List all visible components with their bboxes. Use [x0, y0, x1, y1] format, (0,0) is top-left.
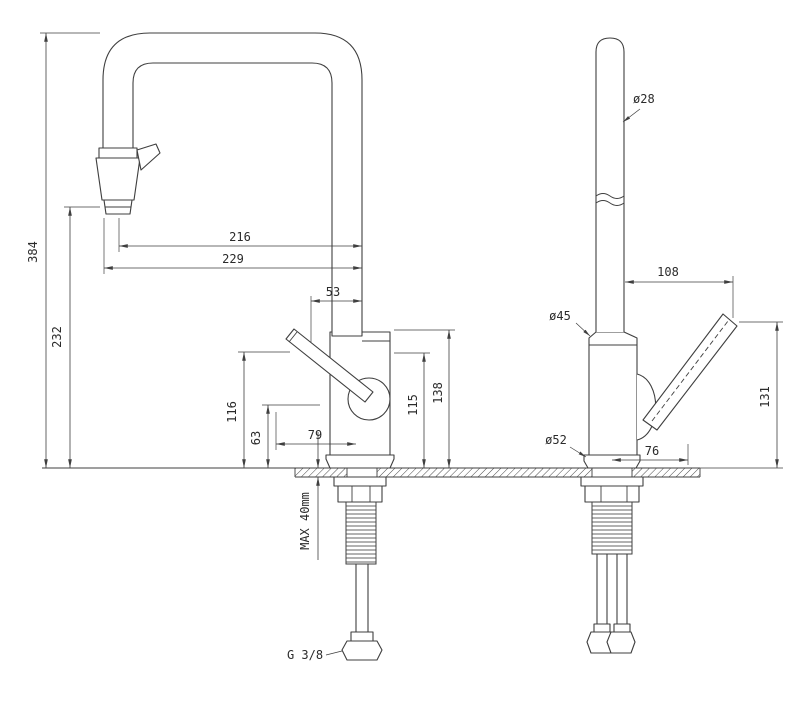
dim-spout-base-height: 138: [394, 329, 455, 468]
side-view-faucet: [583, 37, 738, 469]
base-flange-side: [583, 454, 641, 469]
handle-lever-side: [642, 313, 738, 431]
spray-head-body: [95, 157, 141, 201]
left-shank-counter-gap: [347, 467, 377, 478]
dim-handle-reach: 79: [275, 412, 356, 450]
dim-spout-offset: 53: [310, 285, 362, 342]
spout-tube-side: [595, 37, 625, 332]
dim-spout-reach-outer: 229: [103, 218, 362, 274]
dimensions-side-view: ø28 108 ø45 ø52 76 131: [545, 92, 783, 469]
callout-thread-size: G 3/8: [287, 648, 343, 662]
hose-collar: [613, 623, 631, 633]
countertop-hatch-band: [295, 468, 700, 477]
dim-body-top-height: 115: [394, 352, 430, 468]
hose-collar: [593, 623, 611, 633]
threaded-shank-side: [591, 501, 633, 555]
dim-label-53: 53: [326, 285, 340, 299]
dim-handle-tip-height: 116: [225, 351, 290, 468]
mounting-nut-side: [584, 485, 640, 503]
mounting-washer: [333, 476, 387, 487]
dim-label-138: 138: [431, 382, 445, 404]
dim-handle-side-reach: 108: [625, 265, 734, 318]
leader-line: [569, 446, 587, 458]
front-view-undercounter: [333, 476, 387, 661]
gooseneck-spout: [102, 32, 363, 337]
callout-body-diameter: ø45: [549, 309, 591, 337]
dim-label-115: 115: [406, 394, 420, 416]
dim-label-232: 232: [50, 326, 64, 348]
dim-label-76: 76: [645, 444, 659, 458]
spray-head-collar: [98, 147, 138, 159]
threaded-shank: [345, 501, 377, 565]
dim-label-131: 131: [758, 386, 772, 408]
mounting-washer-side: [580, 476, 644, 487]
dim-label-216: 216: [229, 230, 251, 244]
leader-line: [575, 322, 591, 337]
mounting-nut: [337, 485, 383, 503]
label-dia-52: ø52: [545, 433, 567, 447]
dim-outlet-height: 232: [50, 206, 100, 468]
tube-break-line: [595, 200, 625, 206]
dim-max-counter-thickness: MAX 40mm: [298, 432, 320, 560]
dim-spout-reach: 216: [118, 218, 362, 252]
lever-tip-line: [288, 331, 298, 343]
dim-label-63: 63: [249, 431, 263, 445]
countertop: [42, 467, 701, 478]
dim-label-108: 108: [657, 265, 679, 279]
label-dia-45: ø45: [549, 309, 571, 323]
hose-hex-connector: [606, 631, 636, 654]
dim-label-79: 79: [308, 428, 322, 442]
spray-trigger-clip: [136, 143, 161, 171]
dim-label-229: 229: [222, 252, 244, 266]
dim-handle-pivot-height: 63: [249, 404, 320, 468]
lever-hidden-line: [651, 320, 729, 422]
dim-label-116: 116: [225, 401, 239, 423]
callout-base-diameter: ø52: [545, 433, 587, 458]
front-view-faucet: [95, 32, 395, 469]
dim-label-max-40mm: MAX 40mm: [298, 492, 312, 550]
dim-handle-side-height: 131: [700, 321, 783, 469]
callout-tube-diameter: ø28: [622, 92, 655, 123]
dim-overall-height: 384: [26, 32, 100, 468]
leader-line: [622, 108, 641, 123]
hose-collar: [350, 631, 374, 642]
faucet-body-side: [588, 331, 638, 456]
dim-label-384: 384: [26, 241, 40, 263]
label-g38: G 3/8: [287, 648, 323, 662]
handle-lever: [285, 328, 374, 403]
base-flange: [325, 454, 395, 469]
leader-line: [325, 650, 343, 656]
dim-base-side-offset: 76: [612, 444, 689, 465]
right-shank-counter-gap: [592, 467, 632, 478]
side-view-undercounter: [580, 476, 644, 654]
dimensions-front-view: 384 232 216 229 53 116: [26, 32, 455, 662]
label-dia-28: ø28: [633, 92, 655, 106]
hose-hex-connector: [341, 640, 383, 661]
tube-break-line: [595, 193, 625, 199]
